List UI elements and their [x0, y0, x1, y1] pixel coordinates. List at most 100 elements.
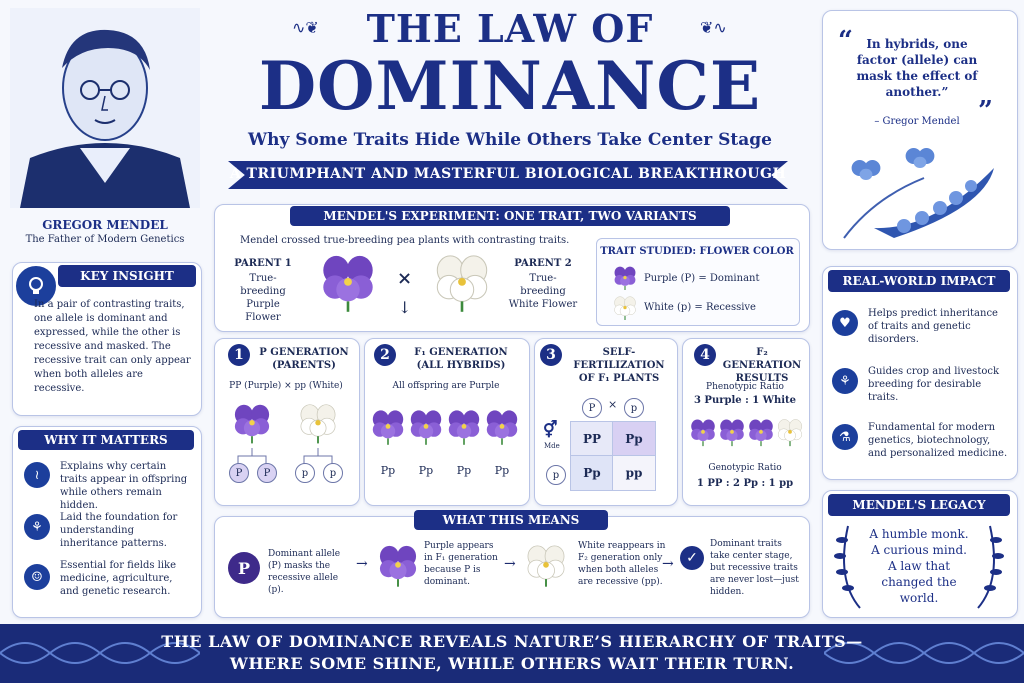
pheno-ratio: 3 Purple : 1 White — [693, 395, 797, 406]
title-flourish-right: ❦∿ — [700, 18, 727, 37]
parent2-title: PARENT 2 — [514, 258, 572, 269]
real-world-item-1: Helps predict inheritance of traits and … — [868, 308, 998, 345]
legacy-line-1: A humble monk. — [869, 527, 969, 541]
dna-icon: ≀ — [24, 462, 50, 488]
real-world-heading: REAL-WORLD IMPACT — [828, 270, 1010, 292]
step1-allele-p1: p — [295, 463, 315, 483]
pea-pod-illustration — [834, 138, 1010, 242]
punnett-side-label: Mde — [544, 442, 560, 450]
step2-number: 2 — [374, 344, 396, 366]
step4-number: 4 — [694, 344, 716, 366]
trait-purple: Purple (P) = Dominant — [644, 273, 760, 284]
mendel-caption: The Father of Modern Genetics — [25, 234, 185, 245]
f1-flower-3 — [447, 409, 481, 446]
punnett-cell-3: Pp — [570, 455, 614, 491]
experiment-heading: MENDEL'S EXPERIMENT: ONE TRAIT, TWO VARI… — [290, 206, 730, 226]
sprout-icon: ⚘ — [24, 514, 50, 540]
footer-line-2: WHERE SOME SHINE, WHILE OTHERS WAIT THEI… — [229, 654, 795, 673]
key-insight-text: In a pair of contrasting traits, one all… — [34, 299, 191, 394]
trait-white-flower — [613, 296, 637, 320]
why-matters-heading: WHY IT MATTERS — [18, 430, 194, 450]
what-means-panel — [214, 516, 810, 618]
legacy-text: A humble monk. A curious mind. A law tha… — [862, 526, 976, 606]
check-icon: ✓ — [680, 546, 704, 570]
step2-title: F₁ GENERATION (ALL HYBRIDS) — [414, 347, 508, 371]
what-means-4: Dominant traits take center stage, but r… — [710, 539, 799, 597]
mendel-name: GREGOR MENDEL — [42, 218, 168, 232]
what-means-purple-flower — [379, 544, 417, 588]
dominant-badge: P — [228, 552, 260, 584]
step2-sub: All offspring are Purple — [392, 381, 500, 391]
mendel-portrait — [10, 8, 200, 208]
ribbon-text: A TRIUMPHANT AND MASTERFUL BIOLOGICAL BR… — [229, 166, 787, 182]
arrow-icon-3: → — [662, 556, 674, 572]
quote-open-icon: “ — [838, 26, 853, 56]
pheno-label: Phenotypic Ratio — [706, 382, 784, 392]
step1-allele-P1: P — [229, 463, 249, 483]
punnett-cross: × — [608, 398, 618, 411]
f2-flower-3 — [748, 418, 774, 447]
footer-banner — [0, 624, 1024, 683]
step1-sub: PP (Purple) × pp (White) — [229, 381, 343, 391]
step1-branch-lines — [237, 448, 333, 464]
why-item-1: Explains why certain traits appear in of… — [60, 461, 188, 511]
legacy-line-2: A curious mind. — [871, 543, 967, 557]
legacy-line-4: changed the world. — [881, 575, 957, 605]
parent2-flower — [435, 254, 489, 312]
step4-title: F₂ GENERATION RESULTS — [722, 347, 802, 384]
microscope-icon: ⚗ — [832, 424, 858, 450]
what-means-3: White reappears in F₂ generation only wh… — [578, 541, 666, 587]
parent2-desc: True-breeding White Flower — [508, 273, 578, 310]
title-line1: THE LAW OF — [366, 6, 654, 51]
f2-flower-1 — [690, 418, 716, 447]
quote-text: In hybrids, one factor (allele) can mask… — [856, 37, 978, 99]
step1-white-flower — [299, 403, 337, 445]
legacy-heading: MENDEL'S LEGACY — [828, 494, 1010, 516]
f1-genotype-3: Pp — [456, 464, 472, 477]
key-insight-heading: KEY INSIGHT — [58, 265, 196, 287]
trait-heading: TRAIT STUDIED: FLOWER COLOR — [600, 246, 794, 257]
punnett-top-p: p — [624, 398, 644, 418]
f1-genotype-1: Pp — [380, 464, 396, 477]
f1-genotype-4: Pp — [494, 464, 510, 477]
punnett-top-P: P — [582, 398, 602, 418]
title-flourish-left: ∿❦ — [292, 18, 319, 37]
step1-purple-flower — [233, 403, 271, 445]
step3-number: 3 — [540, 344, 562, 366]
parent1-title: PARENT 1 — [234, 258, 292, 269]
what-means-1: Dominant allele (P) masks the recessive … — [268, 549, 341, 595]
trait-white: White (p) = Recessive — [644, 302, 756, 313]
punnett-cell-1: PP — [570, 421, 614, 457]
title-subtitle: Why Some Traits Hide While Others Take C… — [248, 130, 772, 150]
down-arrow-icon: ↓ — [398, 298, 412, 317]
f1-flower-4 — [485, 409, 519, 446]
parent1-desc: True-breeding Purple Flower — [240, 273, 286, 323]
dna-decoration-right — [824, 642, 1024, 664]
people-icon: ☺ — [24, 564, 50, 590]
punnett-cell-2: Pp — [612, 421, 656, 457]
wheat-icon: ⚘ — [832, 368, 858, 394]
trait-purple-flower — [613, 266, 637, 290]
step1-number: 1 — [228, 344, 250, 366]
gender-icon: ⚥ — [543, 420, 558, 439]
f2-flower-4 — [777, 418, 803, 447]
step3-title: SELF-FERTILIZATION OF F₁ PLANTS — [573, 347, 665, 384]
step1-allele-p2: p — [323, 463, 343, 483]
step1-allele-P2: P — [257, 463, 277, 483]
f1-flower-2 — [409, 409, 443, 446]
punnett-side-p: p — [546, 465, 566, 485]
dna-decoration-left — [0, 642, 200, 664]
what-means-heading: WHAT THIS MEANS — [414, 510, 608, 530]
why-item-2: Laid the foundation for understanding in… — [60, 512, 178, 549]
laurel-left-icon — [830, 520, 870, 614]
what-means-2: Purple appears in F₁ generation because … — [424, 541, 498, 587]
lightbulb-icon — [14, 264, 58, 308]
footer-line-1: THE LAW OF DOMINANCE REVEALS NATURE’S HI… — [161, 632, 863, 651]
arrow-icon-2: → — [504, 556, 516, 572]
real-world-item-2: Guides crop and livestock breeding for d… — [868, 366, 1000, 403]
experiment-cross: × — [397, 268, 413, 289]
f1-genotype-2: Pp — [418, 464, 434, 477]
punnett-cell-4: pp — [612, 455, 656, 491]
title-ribbon — [228, 161, 788, 189]
legacy-line-3: A law that — [887, 559, 951, 573]
